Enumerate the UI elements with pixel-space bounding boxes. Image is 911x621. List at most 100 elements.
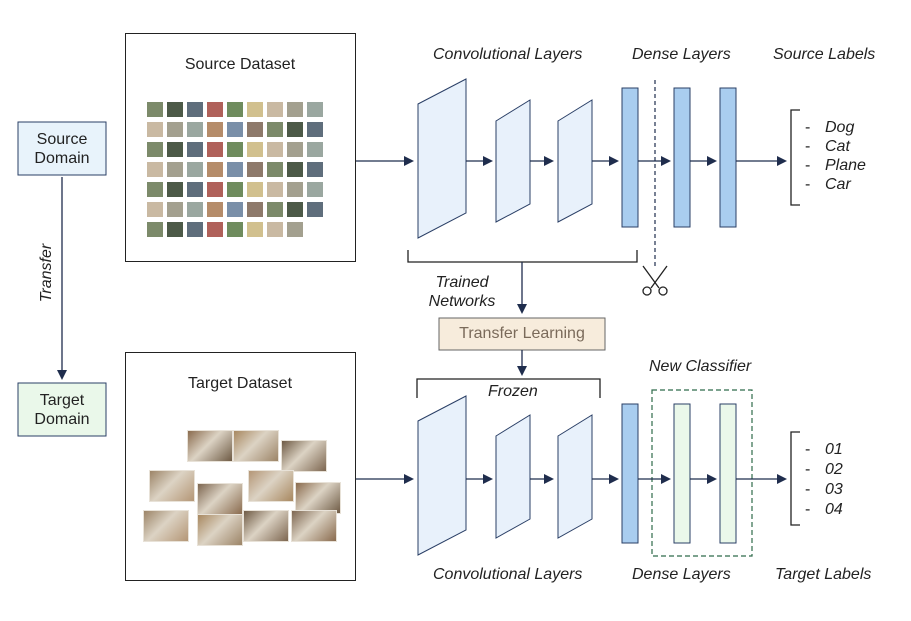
target-thumbnail <box>249 471 293 501</box>
source-dataset-title: Source Dataset <box>184 56 296 73</box>
source-thumbnail <box>287 102 303 117</box>
classifier-layer-1 <box>673 403 691 544</box>
source-thumbnail <box>187 142 203 157</box>
target-domain-line1: Target <box>39 391 85 409</box>
trained-line2: Networks <box>428 293 496 310</box>
target-label-text: 01 <box>825 441 843 458</box>
source-thumbnail <box>147 102 163 117</box>
top-dense-layer-1 <box>621 87 639 228</box>
source-thumbnail <box>187 122 203 137</box>
source-domain-box <box>17 121 107 176</box>
source-thumbnail <box>227 102 243 117</box>
source-thumbnail <box>167 162 183 177</box>
new-classifier-frame <box>651 389 753 557</box>
transfer-learning-label: Transfer Learning <box>459 325 585 342</box>
source-thumbnail <box>307 122 323 137</box>
list-dash: - <box>805 461 811 478</box>
source-thumbnail <box>287 222 303 237</box>
transfer-learning-box <box>438 317 606 351</box>
source-thumbnail <box>207 162 223 177</box>
list-dash: - <box>805 481 811 498</box>
target-thumbnail <box>144 511 188 541</box>
source-thumbnail <box>227 202 243 217</box>
source-domain-line2: Domain <box>34 149 90 167</box>
target-label-text: 03 <box>825 481 843 498</box>
bottom-dense-layer-1 <box>621 403 639 544</box>
source-thumbnail <box>287 202 303 217</box>
source-thumbnail <box>287 142 303 157</box>
source-thumbnail <box>227 222 243 237</box>
source-label-item: -Dog <box>805 119 854 138</box>
list-dash: - <box>805 138 811 155</box>
source-label-text: Car <box>825 176 851 193</box>
source-thumbnail <box>167 222 183 237</box>
source-domain-label: Source Domain <box>18 122 106 175</box>
source-thumbnail <box>307 102 323 117</box>
source-labels-bracket <box>790 109 800 206</box>
source-thumbnail <box>247 222 263 237</box>
source-thumbnail <box>307 202 323 217</box>
source-thumbnail <box>267 122 283 137</box>
source-thumbnail <box>247 102 263 117</box>
target-labels-list: -01 -02 -03 -04 <box>805 441 843 521</box>
target-labels-bracket <box>790 431 800 526</box>
new-classifier-label: New Classifier <box>649 358 752 375</box>
source-thumbnail <box>307 162 323 177</box>
target-label-item: -03 <box>805 481 843 501</box>
source-thumbnail <box>247 182 263 197</box>
source-thumbnail <box>267 162 283 177</box>
source-thumbnail <box>287 182 303 197</box>
list-dash: - <box>805 501 811 518</box>
target-label-text: 04 <box>825 501 843 518</box>
target-thumbnail <box>234 431 278 461</box>
source-thumbnail <box>187 102 203 117</box>
bottom-conv-label: Convolutional Layers <box>433 566 583 583</box>
source-label-text: Dog <box>825 119 855 136</box>
source-thumbnail <box>307 182 323 197</box>
source-thumbnail <box>227 142 243 157</box>
target-dataset-panel: Target Dataset <box>125 352 356 581</box>
target-domain-label: Target Domain <box>18 383 106 436</box>
source-label-item: -Plane <box>805 157 866 176</box>
source-thumbnail <box>167 102 183 117</box>
source-labels-title: Source Labels <box>773 46 876 63</box>
top-conv-layer-3 <box>557 99 593 223</box>
target-dataset-title: Target Dataset <box>187 375 293 392</box>
source-thumbnail <box>267 102 283 117</box>
list-dash: - <box>805 441 811 458</box>
source-thumbnail <box>227 182 243 197</box>
bottom-conv-layer-2 <box>495 414 531 539</box>
target-labels-title: Target Labels <box>775 566 872 583</box>
source-thumbnail <box>147 202 163 217</box>
source-thumbnail <box>147 182 163 197</box>
source-thumbnail <box>167 202 183 217</box>
source-thumbnail <box>247 202 263 217</box>
frozen-label: Frozen <box>488 383 538 400</box>
source-thumbnail <box>167 122 183 137</box>
classifier-layer-2 <box>719 403 737 544</box>
source-thumbnail <box>207 222 223 237</box>
target-domain-line2: Domain <box>34 410 90 428</box>
target-thumbnail <box>198 515 242 545</box>
source-thumbnail <box>247 122 263 137</box>
scissors-icon <box>642 265 668 296</box>
source-thumbnail <box>207 122 223 137</box>
top-dense-layer-3 <box>719 87 737 228</box>
source-label-text: Cat <box>825 138 850 155</box>
source-thumbnail <box>207 142 223 157</box>
target-thumbnail <box>296 483 340 513</box>
target-label-item: -04 <box>805 501 843 521</box>
source-thumbnail <box>207 102 223 117</box>
source-thumbnail <box>187 162 203 177</box>
source-thumbnail <box>267 202 283 217</box>
trained-networks-label: Trained Networks <box>426 273 498 311</box>
target-label-item: -02 <box>805 461 843 481</box>
top-dense-label: Dense Layers <box>632 46 731 63</box>
target-domain-box <box>17 382 107 437</box>
source-thumbnail <box>187 202 203 217</box>
source-thumbnail <box>227 162 243 177</box>
frozen-bracket <box>416 378 601 398</box>
top-conv-label: Convolutional Layers <box>433 46 583 63</box>
source-label-item: -Car <box>805 176 851 195</box>
